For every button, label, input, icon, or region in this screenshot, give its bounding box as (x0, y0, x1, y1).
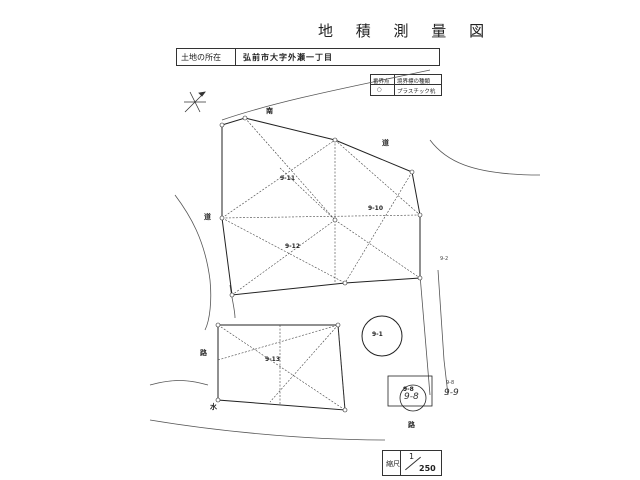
legend-type: プラスチック杭 (397, 89, 436, 95)
road-label-top: 道 (382, 139, 389, 147)
legend-header-type: 境界標の種類 (397, 79, 431, 85)
scale-denominator: 250 (419, 464, 436, 473)
road-label-water: 水 (210, 403, 217, 411)
road-outline (149, 69, 541, 441)
lot-label-9-8: 9-8 (403, 386, 414, 393)
handwritten-lot-a: 9-8 (404, 392, 419, 402)
location-value: 弘前市大字外瀬一丁目 (243, 53, 333, 62)
lot-9-1-circle (361, 315, 403, 357)
lot-9-8-box (387, 375, 433, 407)
lot-label-9-12: 9-12 (285, 243, 301, 250)
road-label-left: 道 (204, 213, 211, 221)
location-label: 土地の所在 (181, 53, 221, 62)
lot-label-9-10: 9-10 (368, 205, 384, 212)
road-label-bottom: 路 (408, 421, 415, 429)
boundary-markers (215, 115, 423, 413)
scale-label: 縮尺 (386, 460, 400, 468)
legend-divider (371, 84, 441, 85)
lot-label-9-1: 9-1 (372, 331, 383, 338)
boundary-legend: 番界点 境界標の種類 ○ プラスチック杭 (370, 74, 442, 96)
scale-divider (400, 451, 401, 475)
lot-label-9-13: 9-13 (265, 356, 281, 363)
location-row: 土地の所在 弘前市大字外瀬一丁目 (176, 48, 440, 66)
legend-symbol: ○ (377, 87, 382, 93)
scale-box: 縮尺 1 250 (382, 450, 442, 476)
scale-numerator: 1 (409, 452, 415, 461)
upper-parcel-lines (221, 117, 421, 296)
lot-9-8-circle (399, 384, 427, 412)
legend-divider (394, 75, 395, 95)
location-divider (235, 49, 236, 65)
lot-label-9-2: 9-2 (440, 256, 449, 262)
lot-label-9-8b: 9-8 (446, 380, 455, 386)
road-label-left-bottom: 路 (200, 349, 207, 357)
handwritten-lot-b: 9-9 (444, 388, 459, 398)
legend-header-point: 番界点 (373, 79, 390, 85)
north-arrow-icon (184, 91, 206, 113)
lower-parcel-lines (217, 324, 346, 411)
upper-parcel-boundary (221, 117, 421, 296)
document-title: 地 積 測 量 図 (318, 22, 494, 40)
road-label-south: 南 (266, 107, 273, 115)
lot-label-9-11: 9-11 (280, 175, 296, 182)
